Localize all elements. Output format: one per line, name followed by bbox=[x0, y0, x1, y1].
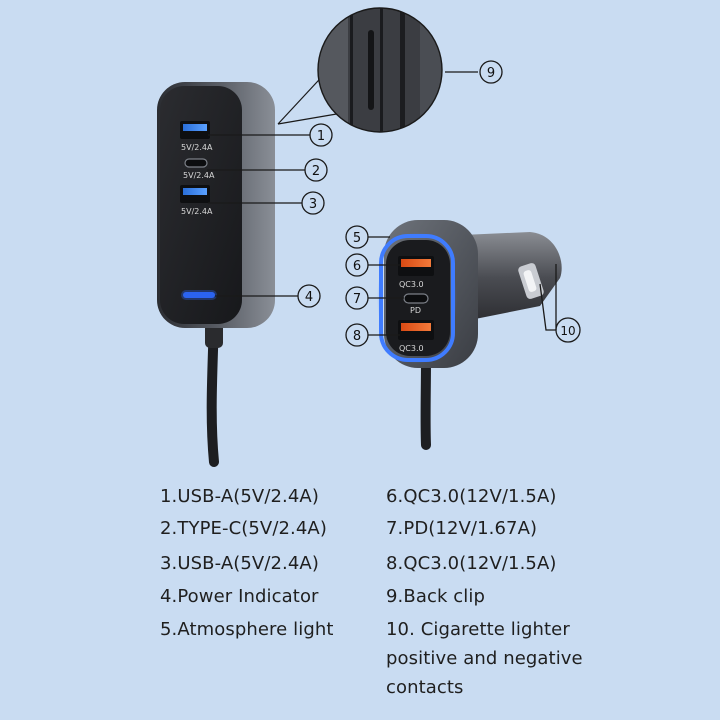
callout-4: 4 bbox=[297, 284, 321, 308]
svg-text:2: 2 bbox=[312, 164, 320, 179]
spec-item-6: 6.QC3.0(12V/1.5A) bbox=[386, 486, 557, 507]
callout-10: 10 bbox=[555, 317, 581, 343]
svg-text:3: 3 bbox=[309, 197, 317, 212]
callout-5: 5 bbox=[345, 225, 369, 249]
charger-qc-port-8 bbox=[398, 320, 434, 340]
spec-item-10: 10. Cigarette lighter positive and negat… bbox=[386, 619, 583, 698]
hub-device: 5V/2.4A 5V/2.4A 5V/2.4A bbox=[157, 82, 275, 467]
spec-item-9: 9.Back clip bbox=[386, 586, 486, 607]
spec-item-4: 4.Power Indicator bbox=[160, 586, 319, 607]
svg-text:7: 7 bbox=[353, 292, 361, 307]
callout-7: 7 bbox=[345, 286, 369, 310]
svg-text:1: 1 bbox=[317, 129, 325, 144]
hub-port-1-label: 5V/2.4A bbox=[181, 143, 213, 152]
callout-2: 2 bbox=[304, 158, 328, 182]
charger-port-7-label: PD bbox=[410, 306, 421, 315]
spec-item-2: 2.TYPE-C(5V/2.4A) bbox=[160, 518, 327, 539]
spec-item-7: 7.PD(12V/1.67A) bbox=[386, 518, 538, 539]
hub-type-c-port bbox=[184, 158, 208, 168]
hub-port-2-label: 5V/2.4A bbox=[183, 171, 215, 180]
svg-text:4: 4 bbox=[305, 290, 313, 305]
charger-pd-port bbox=[403, 293, 429, 304]
callout-lines bbox=[207, 71, 557, 336]
back-clip-zoom bbox=[277, 7, 443, 133]
callout-3: 3 bbox=[301, 191, 325, 215]
charger-port-8-label: QC3.0 bbox=[399, 344, 424, 353]
svg-text:5: 5 bbox=[353, 231, 361, 246]
hub-port-3-label: 5V/2.4A bbox=[181, 207, 213, 216]
hub-power-indicator bbox=[183, 292, 215, 298]
callout-8: 8 bbox=[345, 323, 369, 347]
spec-item-3: 3.USB-A(5V/2.4A) bbox=[160, 553, 319, 574]
svg-text:6: 6 bbox=[353, 259, 361, 274]
car-charger-device: QC3.0 PD QC3.0 bbox=[371, 220, 562, 450]
callout-6: 6 bbox=[345, 253, 369, 277]
svg-text:10: 10 bbox=[560, 324, 575, 338]
svg-text:9: 9 bbox=[487, 66, 495, 81]
spec-item-5: 5.Atmosphere light bbox=[160, 619, 334, 640]
svg-text:8: 8 bbox=[353, 329, 361, 344]
spec-item-8: 8.QC3.0(12V/1.5A) bbox=[386, 553, 557, 574]
hub-face bbox=[160, 86, 242, 324]
charger-port-6-label: QC3.0 bbox=[399, 280, 424, 289]
callout-9: 9 bbox=[479, 60, 503, 84]
hub-usb-a-port-1 bbox=[180, 121, 210, 139]
hub-usb-a-port-3 bbox=[180, 185, 210, 203]
charger-qc-port-6 bbox=[398, 256, 434, 276]
callout-1: 1 bbox=[309, 123, 333, 147]
spec-item-1: 1.USB-A(5V/2.4A) bbox=[160, 486, 319, 507]
